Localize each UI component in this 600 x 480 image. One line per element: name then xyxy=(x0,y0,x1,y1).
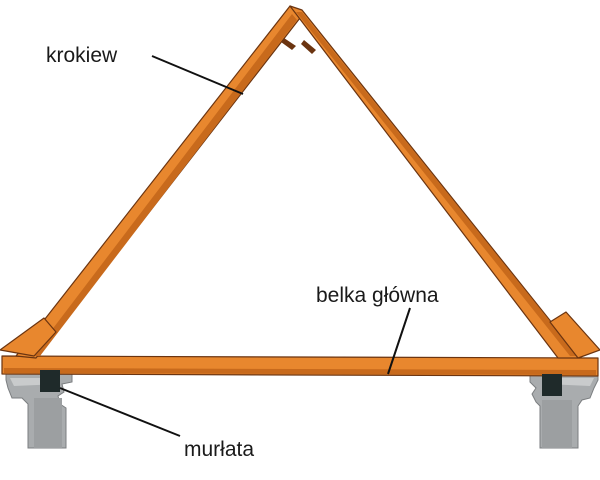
right-wall-plate xyxy=(542,374,562,396)
rafter-label: krokiew xyxy=(46,44,118,67)
left-rafter xyxy=(0,5,301,359)
tie-beam-callout: belka główna xyxy=(316,284,439,375)
rafter-callout: krokiew xyxy=(46,44,244,95)
tie-beam-label: belka główna xyxy=(316,284,439,307)
right-wall-support xyxy=(529,373,599,449)
tie-beam-leader-line xyxy=(387,307,411,375)
wall-plate-leader-line xyxy=(59,387,181,437)
wall-plate-label: murłata xyxy=(184,438,254,461)
tie-beam xyxy=(1,355,599,377)
wall-plate-callout: murłata xyxy=(59,387,254,461)
right-rafter xyxy=(289,5,600,359)
left-wall-plate xyxy=(40,370,60,392)
rafter-leader-line xyxy=(151,55,244,95)
left-wall-support xyxy=(5,373,73,449)
